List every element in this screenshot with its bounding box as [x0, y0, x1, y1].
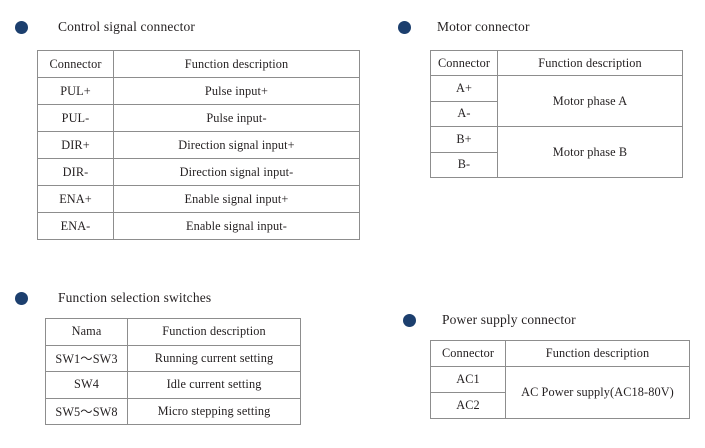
table-row: ENA+ Enable signal input+ — [37, 185, 360, 213]
column-header-function-description: Function description — [127, 318, 301, 346]
cell-function-description: Pulse input+ — [113, 77, 360, 105]
table-row: DIR- Direction signal input- — [37, 158, 360, 186]
cell-function-description: Enable signal input- — [113, 212, 360, 240]
section-heading-motor-connector: Motor connector — [398, 19, 530, 35]
control-signal-connector-table: Connector Function description PUL+ Puls… — [37, 50, 360, 240]
table-row: SW5～SW8 Micro stepping setting — [45, 397, 301, 425]
cell-connector-name: ENA- — [37, 212, 114, 240]
column-header-function-description: Function description — [505, 340, 690, 367]
cell-function-description: Direction signal input- — [113, 158, 360, 186]
cell-function-description: Direction signal input+ — [113, 131, 360, 159]
cell-function-description: Micro stepping setting — [127, 397, 301, 425]
table-row: SW1～SW3 Running current setting — [45, 344, 301, 372]
table-row: PUL- Pulse input- — [37, 104, 360, 132]
table-row: B- — [430, 151, 683, 178]
function-selection-switches-table: Nama Function description SW1～SW3 Runnin… — [45, 318, 301, 425]
cell-function-description: Pulse input- — [113, 104, 360, 132]
column-header-name: Nama — [45, 318, 128, 346]
section-title: Control signal connector — [58, 19, 196, 34]
cell-connector-name: PUL- — [37, 104, 114, 132]
cell-function-description: Idle current setting — [127, 371, 301, 399]
section-heading-function-selection-switches: Function selection switches — [15, 290, 211, 306]
cell-function-description-merged: AC Power supply(AC18-80V) — [505, 366, 690, 419]
section-heading-control-signal-connector: Control signal connector — [15, 19, 195, 35]
column-header-function-description: Function description — [113, 50, 360, 78]
table-header-row: Connector Function description — [430, 49, 683, 77]
section-title: Function selection switches — [58, 290, 212, 305]
power-supply-connector-table: Connector Function description AC1 AC Po… — [430, 340, 690, 419]
cell-function-description: Enable signal input+ — [113, 185, 360, 213]
cell-connector-name: PUL+ — [37, 77, 114, 105]
table-row: PUL+ Pulse input+ — [37, 77, 360, 105]
column-header-function-description: Function description — [497, 49, 683, 77]
cell-connector-name: A+ — [430, 75, 498, 102]
column-header-connector: Connector — [37, 50, 114, 78]
column-header-connector: Connector — [430, 340, 506, 367]
table-row: ENA- Enable signal input- — [37, 212, 360, 240]
cell-connector-name: B+ — [430, 126, 498, 153]
section-title: Motor connector — [437, 19, 530, 34]
column-header-connector: Connector — [430, 49, 498, 77]
cell-function-description: Running current setting — [127, 344, 301, 372]
table-header-row: Connector Function description — [37, 50, 360, 78]
cell-connector-name: A- — [430, 100, 498, 128]
table-row: AC2 — [430, 392, 690, 419]
table-header-row: Connector Function description — [430, 340, 690, 367]
cell-switch-name: SW5～SW8 — [45, 397, 128, 425]
bullet-dot-icon — [403, 313, 416, 327]
cell-connector-name: ENA+ — [37, 185, 114, 213]
section-title: Power supply connector — [442, 312, 576, 327]
cell-connector-name: AC2 — [430, 392, 506, 419]
cell-connector-name: DIR+ — [37, 131, 114, 159]
bullet-dot-icon — [398, 20, 411, 34]
table-row: DIR+ Direction signal input+ — [37, 131, 360, 159]
motor-connector-table: Connector Function description A+ Motor … — [430, 49, 683, 178]
cell-connector-name: DIR- — [37, 158, 114, 186]
table-row: A- — [430, 100, 683, 128]
cell-switch-name: SW1～SW3 — [45, 344, 128, 372]
bullet-dot-icon — [15, 291, 28, 305]
table-row: SW4 Idle current setting — [45, 371, 301, 399]
table-row: B+ Motor phase B — [430, 126, 683, 178]
table-header-row: Nama Function description — [45, 318, 301, 346]
table-row: AC1 AC Power supply(AC18-80V) — [430, 366, 690, 419]
table-row: A+ Motor phase A — [430, 75, 683, 128]
cell-function-description-merged: Motor phase A — [497, 75, 683, 128]
cell-switch-name: SW4 — [45, 371, 128, 399]
cell-connector-name: AC1 — [430, 366, 506, 393]
bullet-dot-icon — [15, 20, 28, 34]
cell-function-description-merged: Motor phase B — [497, 126, 683, 178]
cell-connector-name: B- — [430, 151, 498, 178]
section-heading-power-supply-connector: Power supply connector — [403, 312, 576, 328]
